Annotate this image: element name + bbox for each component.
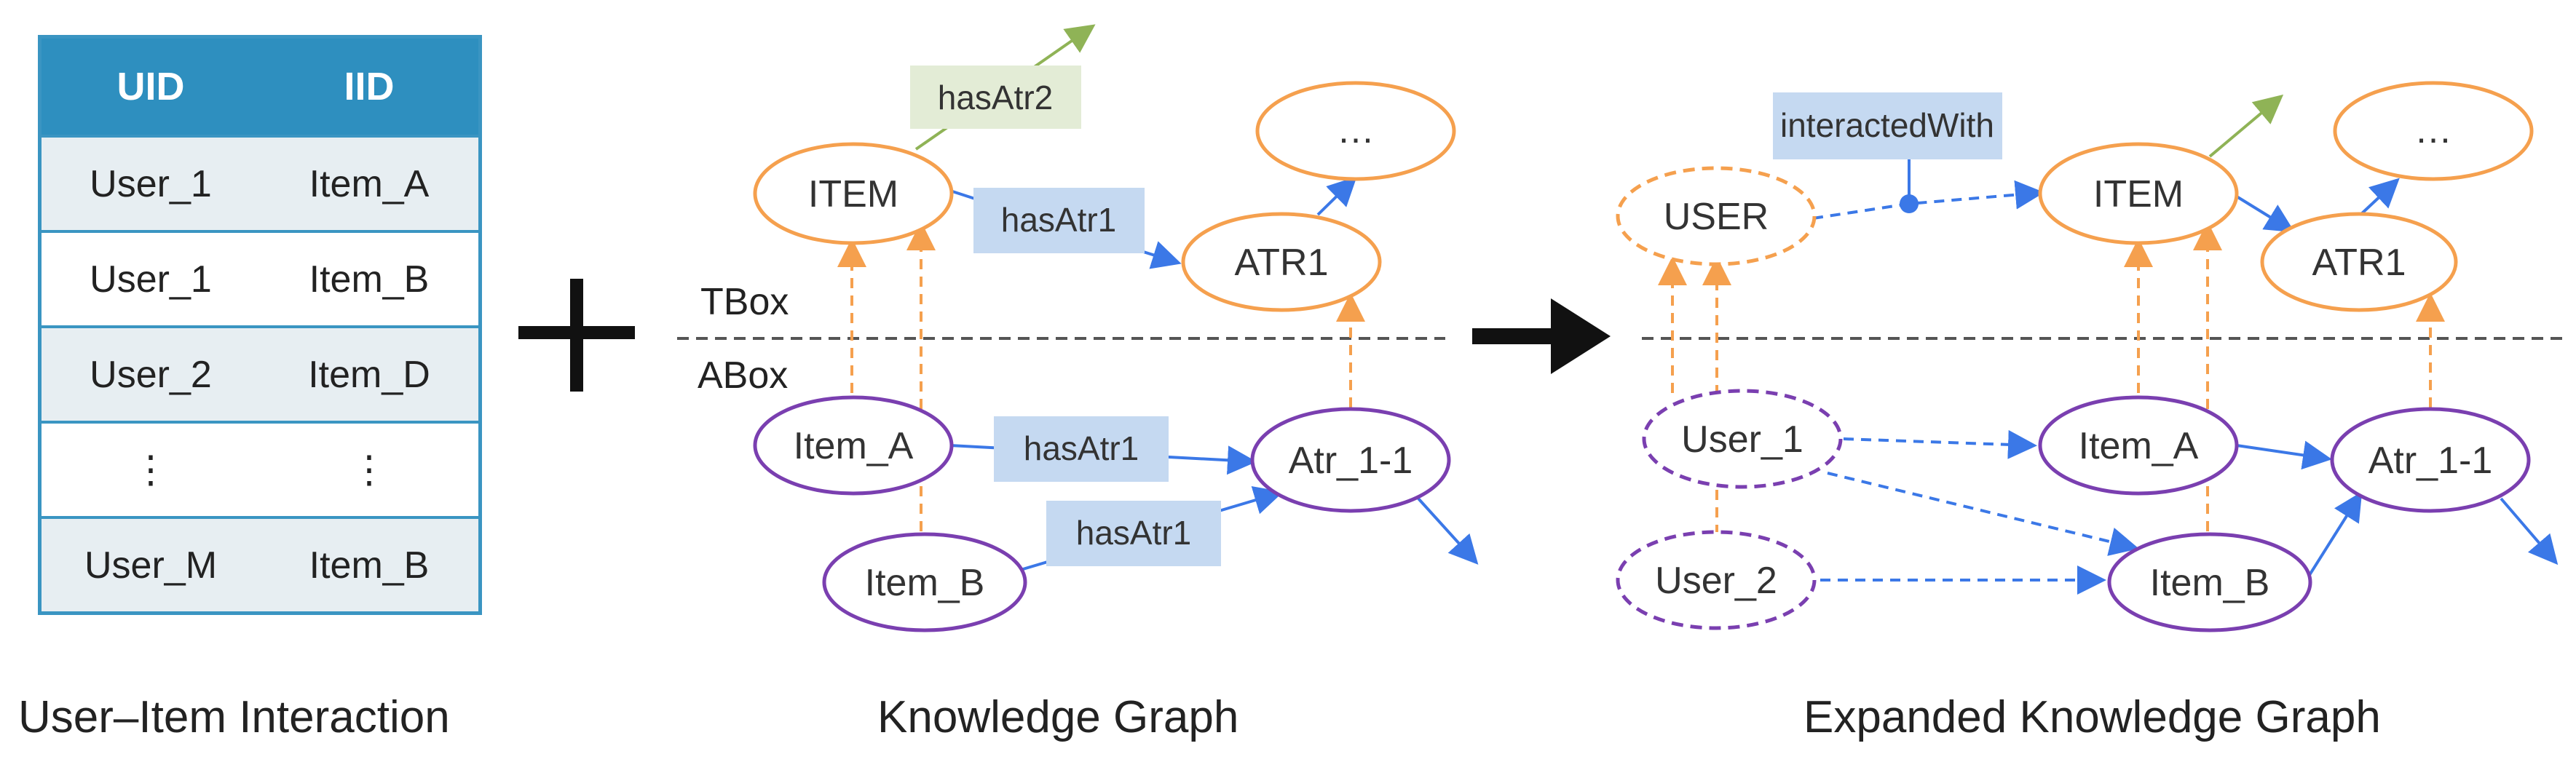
has-atr1-b-label-box	[1046, 501, 1221, 566]
cell-uid: User_M	[84, 544, 218, 587]
kg-more-node-label: …	[1337, 109, 1375, 151]
item-atr1-edge	[2235, 195, 2295, 233]
kg-more-node	[1255, 81, 1456, 181]
table-row: User_1 Item_B	[42, 230, 478, 325]
ekg-user-node	[1616, 166, 1817, 266]
kg-item-b-node	[822, 532, 1027, 632]
ekg-item-node-label: ITEM	[2093, 173, 2184, 215]
header-iid: IID	[344, 65, 395, 108]
kg-item-b-node-label: Item_B	[865, 562, 985, 604]
ekg-more-node-label: …	[2414, 109, 2452, 151]
ekg-user-2-node-label: User_2	[1655, 560, 1777, 602]
kg-atr1-node	[1181, 212, 1382, 312]
ekg-user-1-node-label: User_1	[1681, 418, 1803, 461]
ekg-atr1-node-label: ATR1	[2312, 242, 2406, 284]
ekg-atr1-node	[2260, 212, 2458, 312]
atr-outgoing-edge	[2500, 497, 2559, 565]
has-atr2-label-box	[910, 66, 1081, 129]
table-header: UID IID	[42, 39, 478, 135]
atr1-more-edge	[2359, 178, 2400, 216]
user1-item-b-edge	[1827, 472, 2139, 556]
has-atr2-edge	[2208, 94, 2284, 158]
kg-item-node-label: ITEM	[808, 173, 898, 215]
interacted-with-label-box	[1773, 92, 2002, 159]
ekg-item-a-node-label: Item_A	[2079, 425, 2199, 467]
ekg-item-b-node	[2107, 532, 2312, 632]
interaction-table: UID IID User_1 Item_A User_1 Item_B User…	[38, 35, 482, 615]
has-atr1-tbox-label-box	[973, 188, 1145, 253]
has-atr1-tbox-label: hasAtr1	[1001, 201, 1117, 239]
ekg-user-1-node	[1642, 389, 1843, 489]
ekg-user-2-node	[1616, 530, 1817, 630]
right-arrow-icon	[1472, 298, 1611, 374]
tbox-label: TBox	[700, 281, 789, 323]
caption-user-item-interaction: User–Item Interaction	[18, 692, 450, 742]
kg-item-a-node	[753, 395, 954, 496]
table-row: User_2 Item_D	[42, 325, 478, 421]
atr1-more-edge	[1316, 176, 1357, 216]
caption-knowledge-graph: Knowledge Graph	[877, 692, 1239, 742]
cell-uid: User_1	[90, 258, 212, 301]
has-atr1-b-label: hasAtr1	[1076, 514, 1192, 552]
kg-atr1-node-label: ATR1	[1234, 242, 1328, 284]
ekg-more-node	[2333, 81, 2534, 181]
has-atr2-label: hasAtr2	[938, 79, 1054, 116]
cell-uid: User_2	[90, 353, 212, 396]
kg-item-a-node-label: Item_A	[794, 425, 914, 467]
atr-outgoing-edge	[1417, 497, 1479, 565]
plus-icon	[518, 279, 635, 392]
cell-iid: Item_A	[309, 162, 430, 205]
table-row: User_M Item_B	[42, 516, 478, 611]
ekg-item-b-node-label: Item_B	[2150, 562, 2270, 604]
header-uid: UID	[116, 65, 185, 108]
table-row: User_1 Item_A	[42, 135, 478, 230]
caption-expanded-knowledge-graph: Expanded Knowledge Graph	[1803, 692, 2381, 742]
cell-uid: User_1	[90, 162, 212, 205]
has-atr1-a-label: hasAtr1	[1024, 429, 1139, 467]
interacted-with-edge	[1812, 180, 2044, 220]
kg-atr-1-1-node-label: Atr_1-1	[1289, 440, 1413, 482]
has-atr1-a-label-box	[994, 416, 1169, 482]
cell-iid: Item_D	[308, 353, 430, 396]
abox-label: ABox	[698, 354, 788, 397]
ekg-atr-1-1-node	[2330, 407, 2531, 513]
item-a-atr-edge	[2236, 440, 2332, 470]
kg-atr-1-1-node	[1250, 407, 1451, 513]
user1-item-a-edge	[1843, 429, 2037, 459]
interacted-with-label: interactedWith	[1780, 106, 1994, 144]
cell-iid: Item_B	[309, 258, 430, 301]
ekg-atr-1-1-node-label: Atr_1-1	[2368, 440, 2493, 482]
ekg-item-a-node	[2038, 395, 2239, 496]
cell-iid: Item_B	[309, 544, 430, 587]
cell-iid: ⋮	[350, 448, 388, 491]
ekg-user-node-label: USER	[1664, 196, 1769, 238]
ekg-item-node	[2038, 142, 2239, 245]
kg-item-node	[753, 142, 954, 245]
table-row: ⋮ ⋮	[42, 421, 478, 516]
cell-uid: ⋮	[132, 448, 170, 491]
item-b-atr-edge	[2308, 491, 2363, 576]
